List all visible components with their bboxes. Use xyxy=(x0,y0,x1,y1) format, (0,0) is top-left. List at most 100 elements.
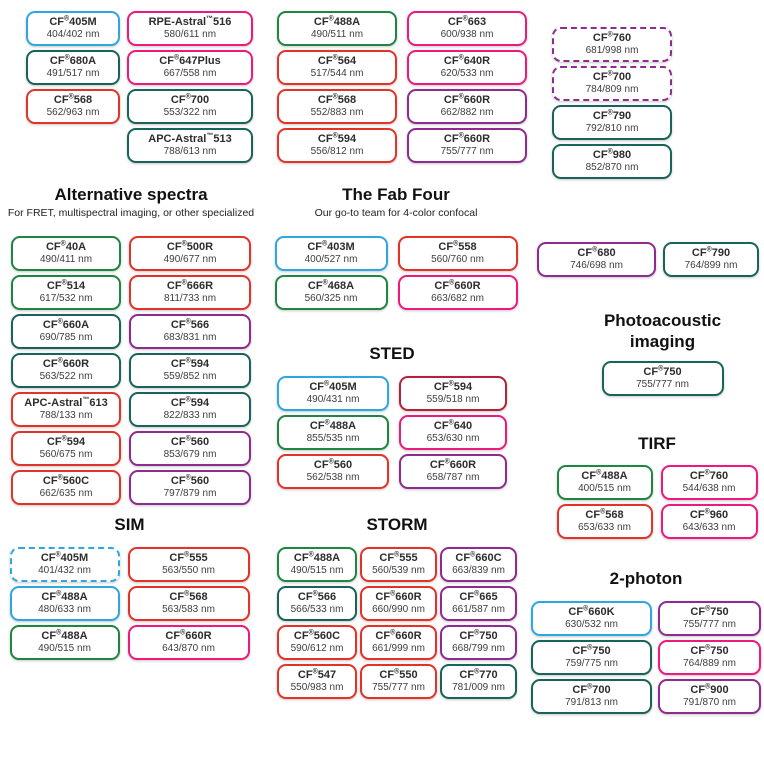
dye-name: CF®560 xyxy=(170,435,210,448)
dye-ex-em: 559/518 nm xyxy=(426,394,480,405)
dye-ex-em: 755/777 nm xyxy=(440,146,494,157)
dye-name: CF®403M xyxy=(307,240,355,253)
dye-ex-em: 755/777 nm xyxy=(372,682,425,693)
dye-name: CF®660R xyxy=(443,132,491,145)
dye-name: CF®488A xyxy=(41,629,88,642)
dye-name: CF®488A xyxy=(41,590,88,603)
dye-ex-em: 560/325 nm xyxy=(304,293,358,304)
dye-name: CF®594 xyxy=(170,396,210,409)
dye-name: CF®555 xyxy=(379,551,418,564)
dye-name: CF®660R xyxy=(165,629,212,642)
section-title: 2-photon xyxy=(609,569,683,588)
dye-ex-em: 667/558 nm xyxy=(163,68,217,79)
dye-name: CF®547 xyxy=(297,668,337,681)
dye-name: CF®560 xyxy=(313,458,353,471)
dye-ex-em: 490/515 nm xyxy=(38,643,91,654)
dye-name: CF®666R xyxy=(166,279,214,292)
dye-name: CF®560C xyxy=(293,629,341,642)
dye-name: CF®560C xyxy=(42,474,90,487)
dye-name: CF®790 xyxy=(691,246,731,259)
dye-ex-em: 401/432 nm xyxy=(38,565,91,576)
dye-ex-em: 663/839 nm xyxy=(452,565,505,576)
dye-ex-em: 792/810 nm xyxy=(585,123,639,134)
dye-name: CF®680A xyxy=(49,54,97,67)
dye-ex-em: 755/777 nm xyxy=(636,379,689,390)
dye-ex-em: 690/785 nm xyxy=(39,332,93,343)
dye-name: CF®700 xyxy=(572,683,611,696)
dye-name: CF®405M xyxy=(40,551,89,564)
dye-ex-em: 791/813 nm xyxy=(565,697,618,708)
dye-name: CF®564 xyxy=(317,54,357,67)
dye-name: CF®700 xyxy=(592,70,632,83)
dye-name: CF®680 xyxy=(577,246,616,259)
dye-name: APC-Astral™513 xyxy=(148,132,232,145)
dye-name: CF®568 xyxy=(317,93,357,106)
dye-ex-em: 560/539 nm xyxy=(372,565,425,576)
dye-ex-em: 755/777 nm xyxy=(683,619,736,630)
dye-ex-em: 668/799 nm xyxy=(452,643,505,654)
dye-ex-em: 852/870 nm xyxy=(585,162,639,173)
dye-name: CF®660R xyxy=(443,93,491,106)
dye-name: CF®750 xyxy=(572,644,611,657)
dye-name: CF®760 xyxy=(689,469,729,482)
dye-name: CF®568 xyxy=(169,590,208,603)
dye-name: CF®663 xyxy=(447,15,487,28)
dye-ex-em: 517/544 nm xyxy=(310,68,364,79)
dye-name: CF®566 xyxy=(170,318,210,331)
dye-name: RPE-Astral™516 xyxy=(148,15,232,28)
dye-name: CF®640 xyxy=(433,419,473,432)
dye-ex-em: 400/515 nm xyxy=(578,483,631,494)
dye-ex-em: 764/889 nm xyxy=(683,658,736,669)
dye-name: APC-Astral™613 xyxy=(24,396,108,409)
dye-ex-em: 404/402 nm xyxy=(46,29,100,40)
dye-name: CF®760 xyxy=(592,31,632,44)
dye-ex-em: 759/775 nm xyxy=(565,658,618,669)
dye-name: CF®500R xyxy=(166,240,214,253)
dye-ex-em: 553/322 nm xyxy=(163,107,217,118)
